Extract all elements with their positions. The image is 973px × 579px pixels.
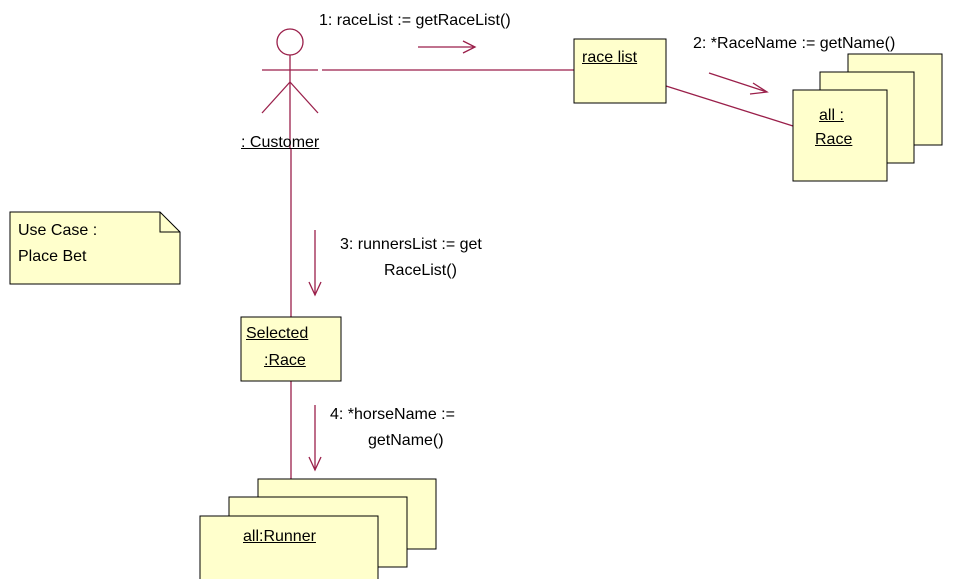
message-3-label-line1: 3: runnersList := get [340,236,482,253]
message-3-label-line2: RaceList() [384,262,457,279]
all-race-multiobject [792,53,943,182]
all-race-label-line2: Race [815,131,853,148]
message-3-arrow [308,230,322,297]
race-list-label: race list [582,49,638,66]
note-line1: Use Case : [18,222,98,239]
message-1-label: 1: raceList := getRaceList() [319,12,511,29]
link-racelist-allrace [665,85,794,127]
selected-race-label-line2: :Race [264,352,306,369]
note-line2: Place Bet [18,248,87,265]
message-4-arrow [308,405,322,472]
message-2-label: 2: *RaceName := getName() [693,35,896,52]
all-runner-multiobject [199,478,437,579]
message-1-arrow [418,40,477,54]
actor-label: : Customer [241,134,320,151]
message-4-label-line1: 4: *horseName := [330,406,455,423]
customer-actor-icon [261,28,319,148]
selected-race-object [240,316,342,382]
message-2-arrow [708,72,769,95]
message-4-label-line2: getName() [368,432,444,449]
race-list-object [573,38,667,104]
all-race-label-line1: all : [819,107,844,124]
all-runner-label: all:Runner [243,528,316,545]
use-case-note [9,211,181,285]
selected-race-label-line1: Selected [246,325,309,342]
